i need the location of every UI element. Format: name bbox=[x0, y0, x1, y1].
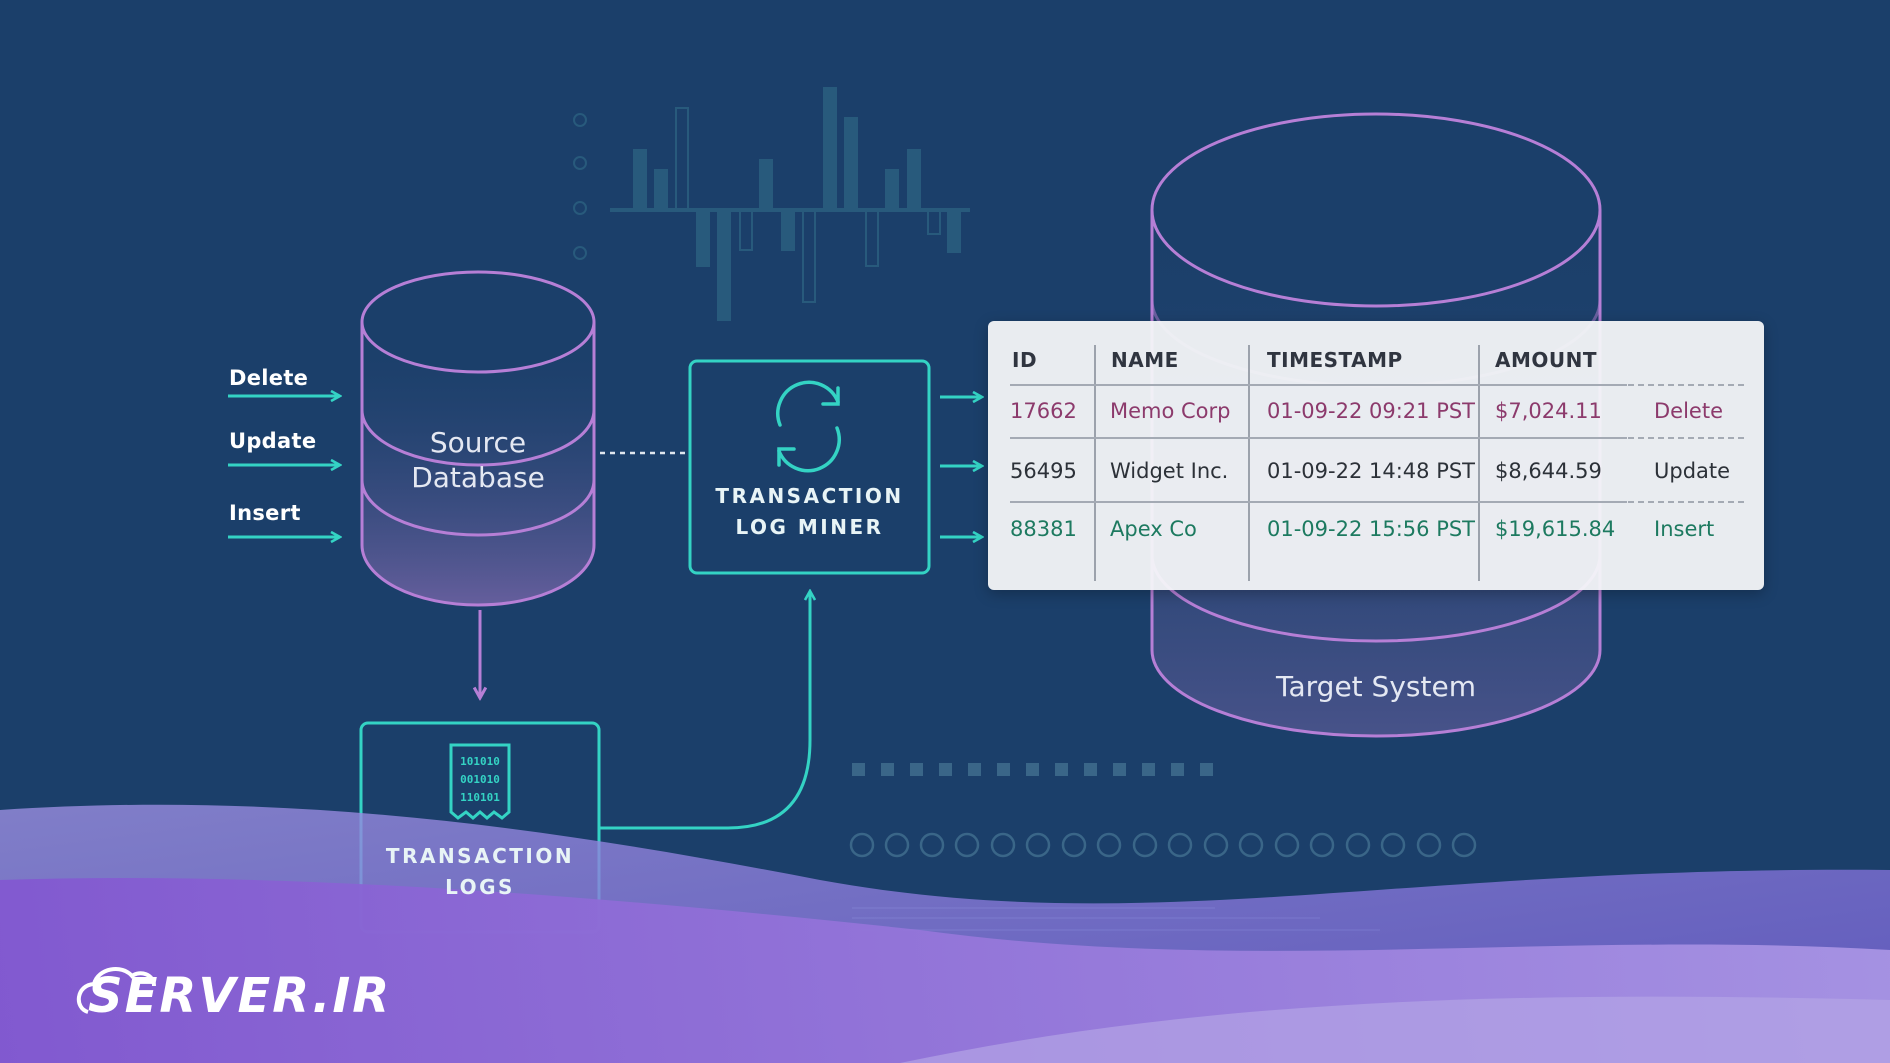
source-database-label: Source Database bbox=[378, 425, 578, 495]
insert-label: Insert bbox=[229, 501, 301, 525]
output-arrows bbox=[940, 397, 982, 537]
table-row-3-name: Apex Co bbox=[1110, 517, 1197, 541]
header-id: ID bbox=[1012, 348, 1038, 372]
transaction-logs-label: TRANSACTION LOGS bbox=[363, 841, 597, 903]
source-db-line2: Database bbox=[411, 461, 545, 494]
decorative-bar-graphic bbox=[573, 87, 970, 321]
delete-label: Delete bbox=[229, 366, 309, 390]
brand-logo: SERVER.IR bbox=[88, 968, 392, 1024]
source-db-line1: Source bbox=[429, 426, 527, 459]
target-system-label: Target System bbox=[1276, 670, 1476, 703]
table-row-3-id: 88381 bbox=[1010, 517, 1077, 541]
transaction-logs-line2: LOGS bbox=[445, 875, 515, 899]
decorative-squares bbox=[852, 763, 1213, 776]
table-row-3-amount: $19,615.84 bbox=[1495, 517, 1616, 541]
transaction-logs-line1: TRANSACTION bbox=[385, 844, 575, 868]
operation-arrows bbox=[228, 396, 340, 537]
column-divider bbox=[1248, 345, 1250, 581]
row-divider bbox=[1010, 501, 1627, 503]
log-miner-box bbox=[688, 359, 931, 575]
table-row-2-operation: Update bbox=[1654, 459, 1731, 483]
table-row-1-timestamp: 01-09-22 09:21 PST bbox=[1267, 399, 1476, 423]
log-miner-line1: TRANSACTION bbox=[715, 484, 904, 508]
table-row-1-operation: Delete bbox=[1654, 399, 1723, 423]
log-document-icon bbox=[449, 743, 511, 820]
source-database-cylinder bbox=[360, 270, 596, 607]
binary-line-1: 101010 bbox=[460, 755, 500, 768]
binary-line-2: 001010 bbox=[460, 773, 500, 786]
cloud-logo-icon bbox=[77, 967, 156, 1014]
row-divider bbox=[1010, 437, 1627, 439]
log-miner-label: TRANSACTION LOG MINER bbox=[692, 481, 927, 543]
table-row-1-name: Memo Corp bbox=[1110, 399, 1231, 423]
log-miner-line2: LOG MINER bbox=[735, 515, 884, 539]
refresh-icon bbox=[776, 380, 841, 473]
row-divider-dashed bbox=[1628, 384, 1744, 386]
table-row-1-id: 17662 bbox=[1010, 399, 1077, 423]
row-divider-dashed bbox=[1628, 501, 1744, 503]
logs-to-miner-arrow bbox=[599, 591, 810, 830]
header-timestamp: TIMESTAMP bbox=[1267, 348, 1403, 372]
table-row-2-timestamp: 01-09-22 14:48 PST bbox=[1267, 459, 1476, 483]
decorative-circles bbox=[849, 832, 1477, 858]
header-amount: AMOUNT bbox=[1495, 348, 1598, 372]
row-divider-dashed bbox=[1628, 437, 1744, 439]
record-table: ID NAME TIMESTAMP AMOUNT 17662 Memo Corp… bbox=[988, 321, 1764, 590]
table-row-3-timestamp: 01-09-22 15:56 PST bbox=[1267, 517, 1476, 541]
column-divider bbox=[1478, 345, 1480, 581]
update-label: Update bbox=[229, 429, 317, 453]
table-row-2-amount: $8,644.59 bbox=[1495, 459, 1602, 483]
binary-line-3: 110101 bbox=[460, 791, 500, 804]
row-divider bbox=[1010, 384, 1627, 386]
wave-front bbox=[900, 996, 1890, 1063]
column-divider bbox=[1094, 345, 1096, 581]
table-row-2-id: 56495 bbox=[1010, 459, 1077, 483]
table-row-3-operation: Insert bbox=[1654, 517, 1715, 541]
table-row-2-name: Widget Inc. bbox=[1110, 459, 1229, 483]
header-name: NAME bbox=[1111, 348, 1179, 372]
table-row-1-amount: $7,024.11 bbox=[1495, 399, 1602, 423]
